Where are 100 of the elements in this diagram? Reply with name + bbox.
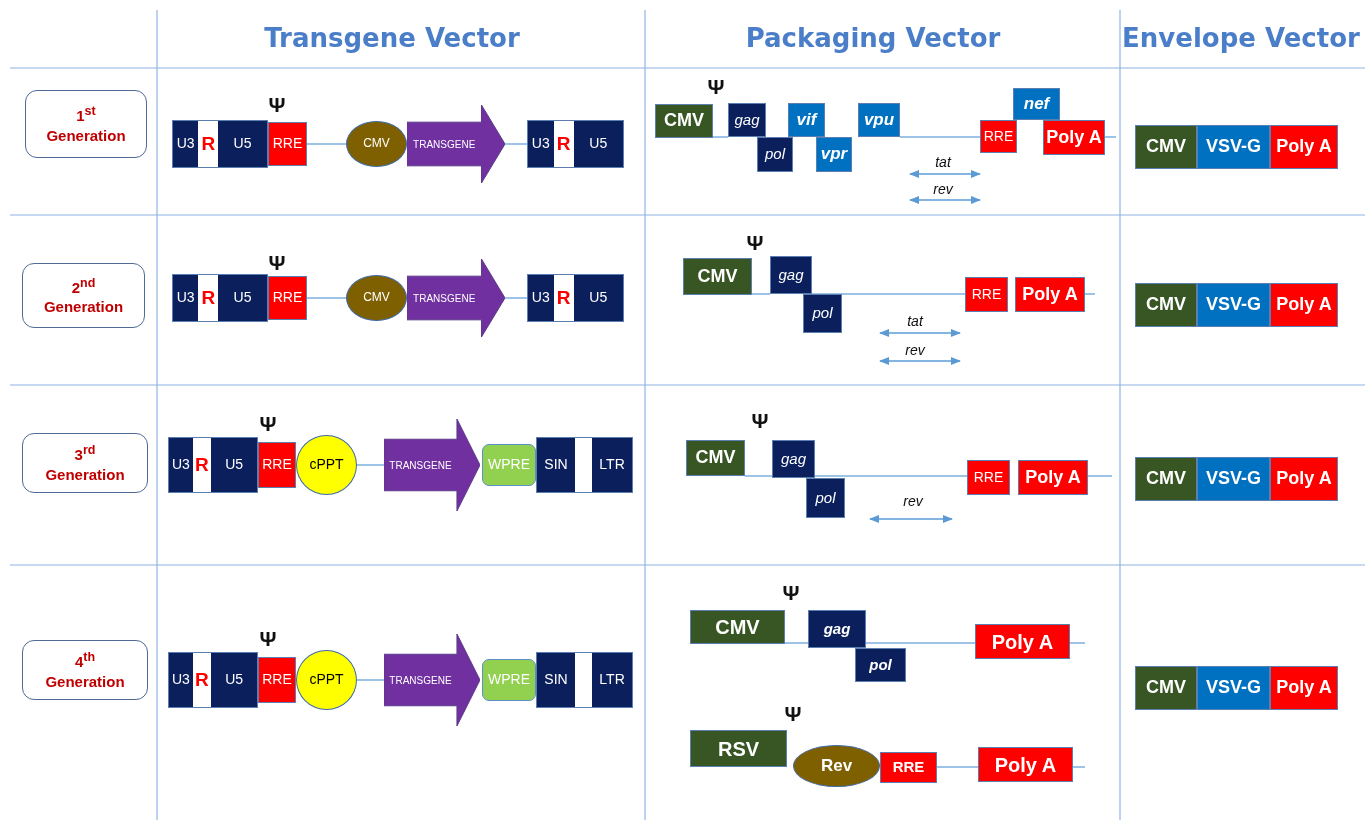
element-label: gag: [781, 450, 806, 468]
ltr-segment-label: LTR: [599, 672, 625, 688]
backbone-line: [784, 642, 809, 644]
ltr-segment-label: U5: [233, 136, 252, 152]
gene-element-box: [258, 442, 296, 488]
transgene-block: [407, 105, 505, 183]
backbone-line: [1087, 475, 1113, 477]
r-region-label: R: [192, 653, 212, 707]
element-label: Poly A: [1046, 127, 1102, 148]
element-label: VSV-G: [1206, 295, 1261, 315]
r-region-label: R: [198, 121, 219, 167]
backbone-line: [306, 143, 347, 145]
element-label: pol: [812, 305, 833, 322]
element-label: gag: [823, 620, 851, 638]
element-label: cPPT: [309, 457, 344, 473]
element-label: gag: [778, 266, 804, 284]
ltr-segment-label: U3: [531, 136, 550, 152]
column-header: Packaging Vector: [745, 25, 1001, 51]
element-label: RRE: [971, 286, 1002, 303]
ltr-segment-label: U5: [225, 457, 244, 473]
ltr-segment-label: U3: [171, 672, 190, 688]
gene-element-box: [816, 137, 852, 172]
element-label: Poly A: [1276, 469, 1332, 489]
r-region-label: R: [553, 275, 574, 321]
gene-element-box: [268, 122, 307, 166]
element-label: Poly A: [1276, 678, 1332, 698]
element-label: Poly A: [1022, 284, 1078, 305]
column-header: Envelope Vector: [1122, 25, 1360, 51]
gene-element-box: [975, 624, 1070, 659]
packaging-signal-symbol: Ψ: [784, 702, 802, 724]
backbone-line: [1069, 642, 1086, 644]
element-label: cPPT: [309, 672, 344, 688]
element-label: TRANSGENE: [413, 292, 476, 304]
gene-element-box: [880, 752, 937, 783]
gene-element-box: [690, 610, 785, 644]
gene-element-box: [1270, 125, 1338, 169]
element-label: vif: [796, 110, 817, 130]
oval-element: [346, 121, 407, 167]
backbone-line: [504, 143, 528, 145]
generation-label-box: [22, 433, 148, 493]
packaging-signal-symbol: Ψ: [259, 627, 277, 649]
element-label: RRE: [262, 457, 292, 473]
element-label: RRE: [983, 128, 1014, 145]
gene-element-box: [686, 440, 745, 476]
element-label: RSV: [717, 737, 760, 760]
gene-element-box: [1015, 277, 1085, 312]
gene-element-box: [1270, 457, 1338, 501]
element-label: nef: [1023, 94, 1050, 114]
backbone-line: [1104, 136, 1117, 138]
ltr-box: [172, 274, 268, 322]
backbone-line: [936, 766, 979, 768]
backbone-line: [504, 297, 528, 299]
element-label: RRE: [262, 672, 292, 688]
gene-element-box: [728, 103, 766, 137]
gene-element-box: [806, 478, 845, 518]
ltr-segment-label: U5: [233, 290, 252, 306]
gene-element-box: [788, 103, 825, 137]
element-label: vpr: [820, 145, 848, 164]
element-label: Poly A: [991, 630, 1054, 653]
ltr-segment-label: SIN: [544, 672, 568, 688]
element-label: CMV: [695, 448, 736, 468]
packaging-signal-symbol: Ψ: [268, 251, 286, 273]
generation-label-box: [25, 90, 147, 158]
element-label: CMV: [697, 266, 738, 287]
backbone-line: [751, 293, 771, 295]
gene-element-box: [808, 610, 866, 648]
element-label: VSV-G: [1206, 678, 1261, 698]
element-label: RRE: [892, 759, 925, 776]
packaging-signal-symbol: Ψ: [259, 412, 277, 434]
element-label: CMV: [363, 137, 390, 151]
backbone-line: [1084, 293, 1096, 295]
gene-element-box: [1018, 460, 1088, 495]
ltr-box: [527, 120, 624, 168]
oval-element: [793, 745, 880, 787]
generation-label: 3$^{rd}$ Generation: [44, 442, 126, 484]
gene-element-box: [268, 276, 307, 320]
ltr-segment-label: LTR: [599, 457, 625, 473]
backbone-line: [306, 297, 347, 299]
element-label: TRANSGENE: [413, 138, 476, 150]
gene-element-box: [1197, 283, 1270, 327]
oval-element: [296, 435, 357, 495]
gene-element-box: [757, 137, 793, 172]
element-label: Poly A: [1276, 295, 1332, 315]
gene-element-box: [1197, 457, 1270, 501]
element-label: CMV: [715, 616, 760, 638]
packaging-signal-symbol: Ψ: [268, 93, 286, 115]
gene-element-box: [1197, 125, 1270, 169]
gene-element-box: [980, 120, 1017, 153]
backbone-line: [712, 136, 729, 138]
ltr-segment-label: U5: [225, 672, 244, 688]
gene-element-box: [1135, 125, 1197, 169]
element-label: Poly A: [994, 753, 1057, 776]
gene-element-box: [965, 277, 1008, 312]
gene-element-box: [1135, 666, 1197, 710]
ltr-segment-label: U5: [589, 136, 608, 152]
element-label: CMV: [1146, 469, 1186, 489]
backbone-line: [899, 136, 981, 138]
gene-element-box: [1013, 88, 1060, 120]
generation-label: 2$^{nd}$ Generation: [42, 274, 125, 317]
gene-element-box: [1270, 666, 1338, 710]
